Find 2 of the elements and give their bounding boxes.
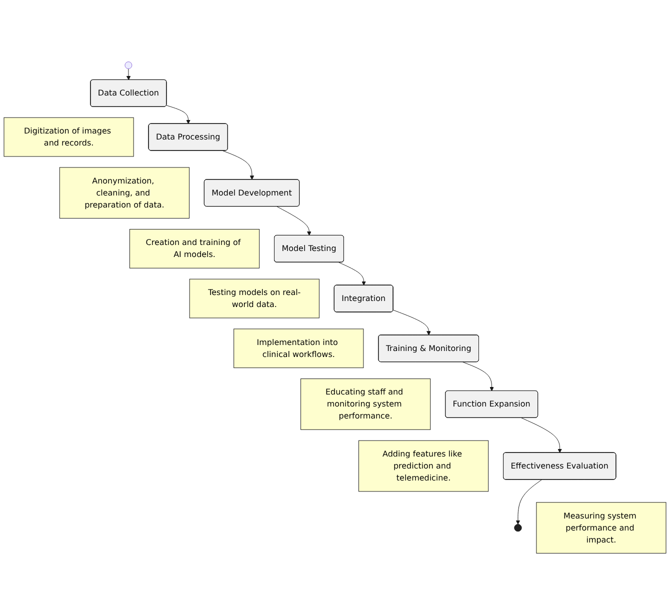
node-circle	[124, 62, 132, 69]
arrow	[338, 262, 366, 286]
